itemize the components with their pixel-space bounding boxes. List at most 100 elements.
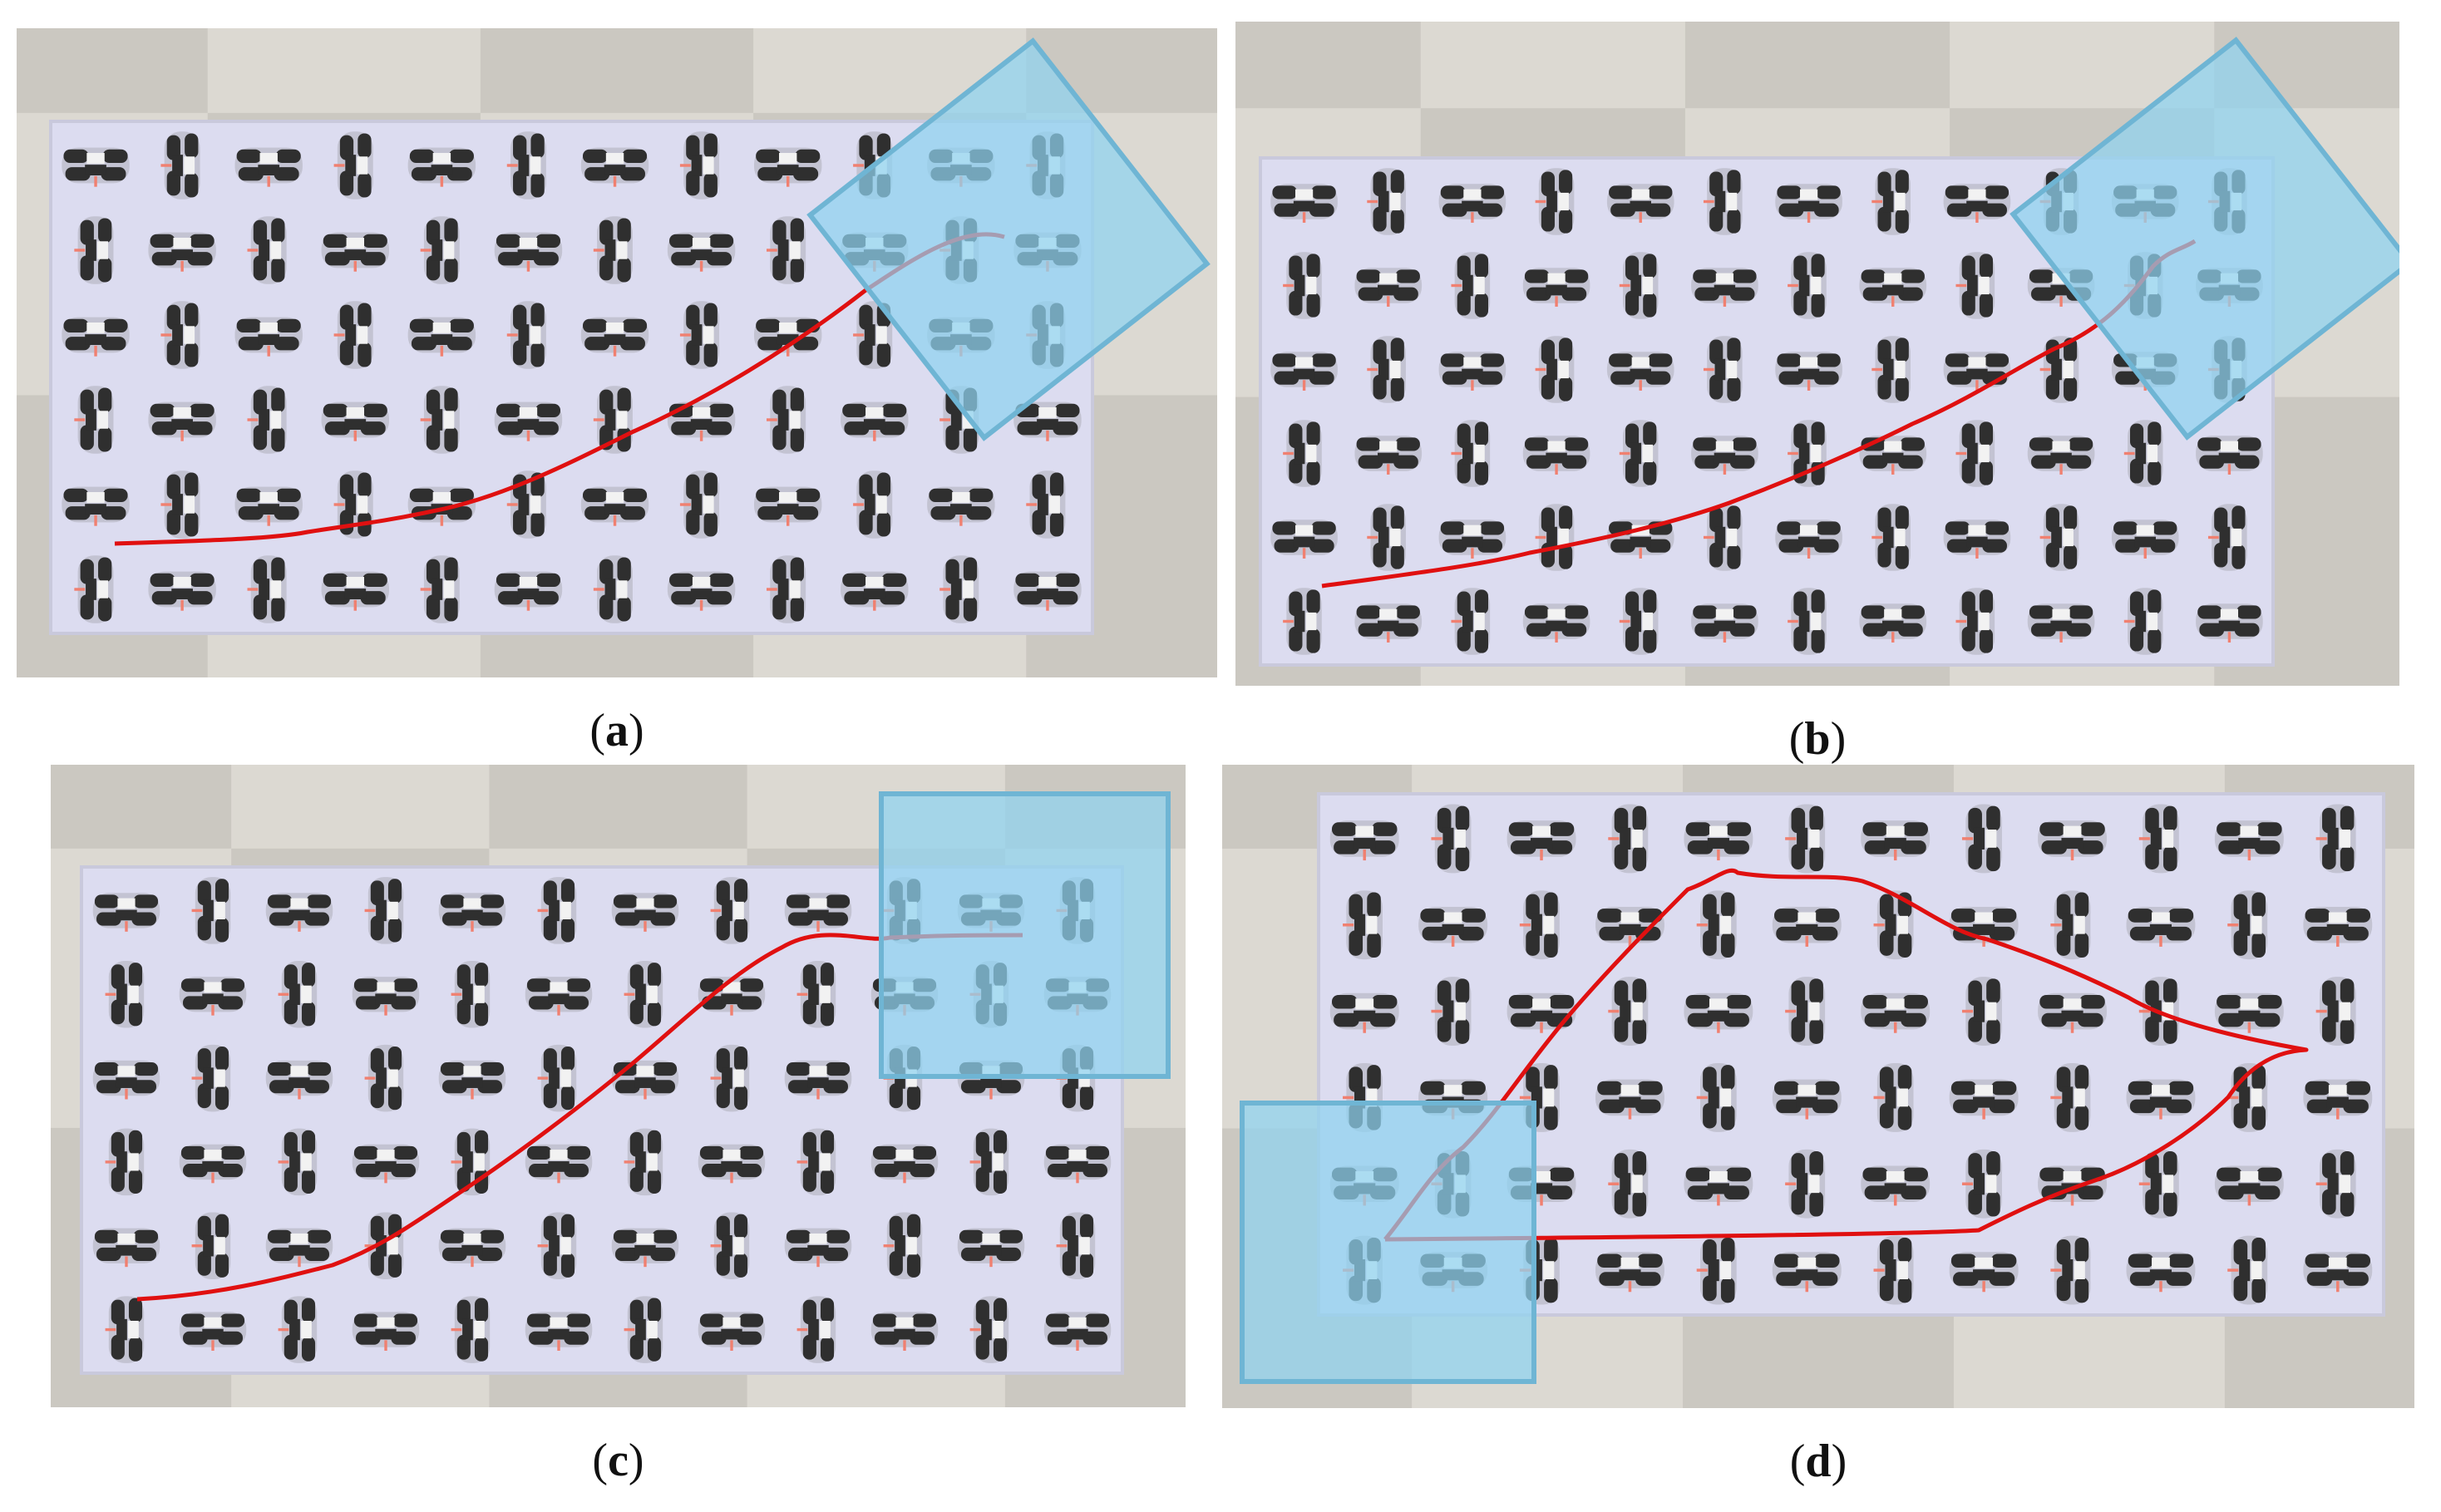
omni-robot-icon [2303,1252,2373,1293]
omni-robot-icon [2111,520,2179,559]
omni-robot-icon [321,232,389,272]
omni-robot-icon [1943,184,2011,223]
omni-robot-icon [265,893,333,932]
omni-robot-icon [352,1312,420,1351]
omni-robot-icon [420,386,460,454]
omni-robot-icon [352,977,420,1016]
omni-robot-icon [1619,420,1659,487]
omni-robot-icon [1873,890,1914,960]
omni-robot-icon [105,961,145,1028]
omni-robot-icon [148,232,216,272]
omni-robot-icon [1438,520,1507,559]
omni-robot-icon [1961,977,2002,1047]
omni-robot-icon [667,232,736,272]
omni-robot-icon [438,893,506,932]
omni-robot-icon [234,317,303,357]
omni-robot-icon [1619,252,1659,319]
omni-robot-icon [1608,804,1649,874]
omni-robot-icon [1343,890,1383,960]
omni-robot-icon [1026,470,1066,539]
omni-robot-icon [2050,1062,2091,1132]
omni-robot-icon [1329,992,1399,1033]
omni-robot-icon [537,877,577,944]
omni-robot-icon [1595,906,1664,947]
omni-robot-icon [927,486,995,526]
omni-robot-icon [1043,1144,1112,1184]
panel-c [51,765,1186,1407]
panel-b [1235,22,2399,686]
omni-robot-icon [1595,1252,1664,1293]
omni-robot-icon [2214,992,2284,1033]
omni-robot-icon [1961,804,2002,874]
omni-robot-icon [1431,804,1472,874]
omni-robot-icon [364,1212,404,1279]
omni-robot-icon [2214,1165,2284,1206]
omni-robot-icon [1056,1212,1096,1279]
caption-d: (d) [1222,1438,2414,1485]
omni-robot-icon [265,1228,333,1268]
omni-robot-icon [506,131,546,199]
caption-paren-open: ( [592,1435,609,1486]
trajectory-path [1383,868,2309,1242]
omni-robot-icon [438,1060,506,1100]
omni-robot-icon [62,317,130,357]
omni-robot-icon [1535,168,1575,235]
omni-robot-icon [2138,1149,2179,1219]
omni-robot-icon [1691,436,1758,475]
omni-robot-icon [525,977,593,1016]
omni-robot-icon [1703,168,1743,235]
omni-robot-icon [148,571,216,611]
omni-robot-icon [1775,520,1842,559]
omni-robot-icon [754,486,822,526]
omni-robot-icon [1859,603,1927,643]
omni-robot-icon [1684,992,1753,1033]
omni-robot-icon [1595,1079,1664,1120]
omni-robot-icon [1785,1149,1826,1219]
omni-robot-icon [1354,603,1423,643]
omni-robot-icon [767,555,806,623]
omni-robot-icon [679,301,720,369]
omni-robot-icon [105,1296,145,1363]
omni-robot-icon [2050,890,2091,960]
omni-robot-icon [957,1228,1025,1268]
omni-robot-icon [1367,336,1406,403]
omni-robot-icon [841,401,909,441]
omni-robot-icon [160,301,200,369]
robot-array [1329,804,2373,1305]
omni-robot-icon [796,1296,836,1363]
omni-robot-icon [1691,603,1758,643]
omni-robot-icon [580,486,649,526]
omni-robot-icon [407,486,476,526]
omni-robot-icon [1354,436,1423,475]
omni-robot-icon [767,386,806,454]
omni-robot-icon [1606,184,1674,223]
omni-robot-icon [624,961,663,1028]
omni-robot-icon [2126,1079,2196,1120]
omni-robot-icon [407,147,476,187]
omni-robot-icon [420,216,460,284]
omni-robot-icon [525,1144,593,1184]
omni-robot-icon [679,470,720,539]
omni-robot-icon [1451,420,1491,487]
omni-robot-icon [1522,268,1590,307]
omni-robot-icon [92,1228,160,1268]
omni-robot-icon [1691,268,1758,307]
panel-d [1222,765,2414,1408]
omni-robot-icon [321,401,389,441]
omni-robot-icon [506,301,546,369]
omni-robot-icon [2227,890,2268,960]
caption-paren-open: ( [589,705,605,756]
goal-region-box [806,37,1211,441]
omni-robot-icon [679,131,720,199]
omni-robot-icon [1772,906,1842,947]
omni-robot-icon [1684,820,1753,861]
omni-robot-icon [2303,906,2373,947]
omni-robot-icon [1949,1079,2019,1120]
omni-robot-icon [2039,504,2079,571]
omni-robot-icon [1535,336,1575,403]
omni-robot-icon [333,131,373,199]
omni-robot-icon [2196,436,2263,475]
omni-robot-icon [698,1144,766,1184]
goal-region-box [2010,37,2399,441]
omni-robot-icon [593,555,633,623]
